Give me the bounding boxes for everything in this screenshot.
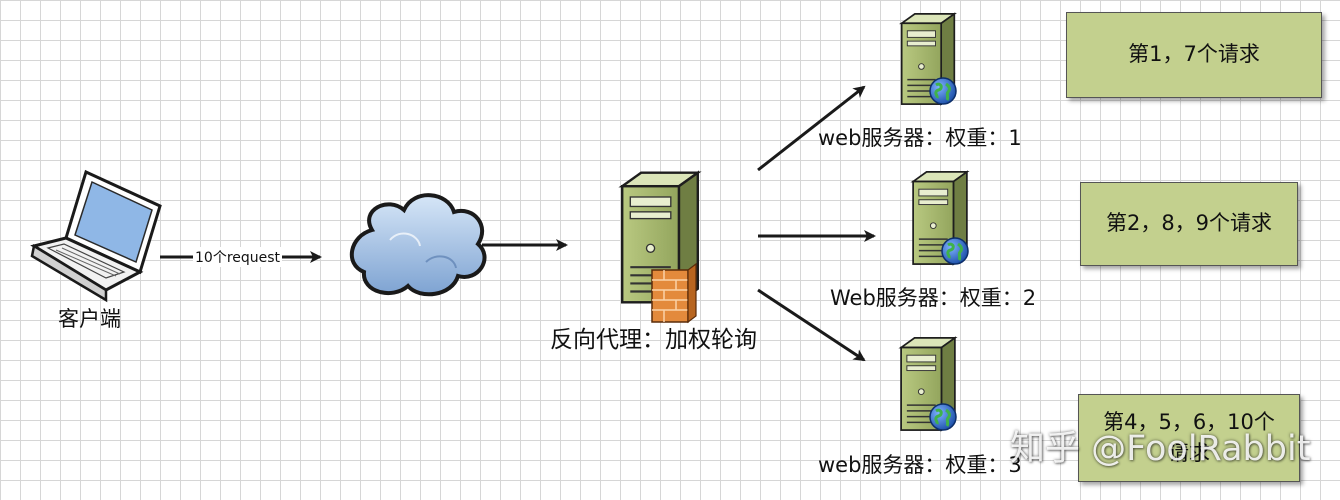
server-2-requests: 第2，8，9个请求 (1105, 211, 1273, 236)
globe-icon (940, 236, 970, 266)
globe-icon (928, 76, 958, 106)
cloud-icon (349, 193, 487, 297)
client-label: 客户端 (58, 307, 121, 331)
arrow-proxy-to-server-1 (757, 85, 866, 172)
request-edge-label: 10个request (193, 247, 283, 267)
server-3-requests-line1: 第4，5，6，10个 (1103, 409, 1275, 434)
laptop-icon (30, 169, 162, 303)
proxy-label: 反向代理：加权轮询 (550, 327, 757, 353)
globe-icon (928, 402, 958, 432)
arrow-proxy-to-server-3 (757, 288, 866, 362)
server-3-requests-line2: 请求 (1168, 441, 1210, 465)
server-1-requests: 第1，7个请求 (1128, 42, 1260, 67)
watermark: 知乎 @FoolRabbit (1010, 429, 1311, 469)
server-3-label: web服务器：权重：3 (818, 453, 1022, 477)
server-1-label: web服务器：权重：1 (818, 126, 1022, 150)
firewall-icon (651, 262, 697, 324)
server-3-requests-box: 第4，5，6，10个 请求 (1078, 394, 1300, 482)
server-1-requests-box: 第1，7个请求 (1066, 12, 1322, 98)
server-2-label: Web服务器：权重：2 (830, 286, 1037, 310)
server-2-requests-box: 第2，8，9个请求 (1080, 182, 1298, 266)
